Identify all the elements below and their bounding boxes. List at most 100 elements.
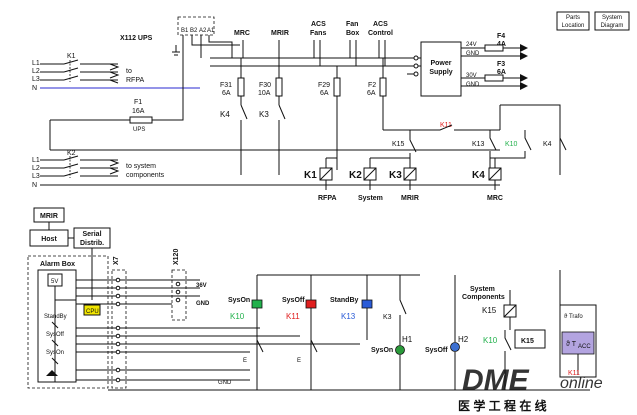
svg-text:F30: F30: [259, 82, 271, 89]
svg-text:F2: F2: [368, 82, 376, 89]
k4-contact-label-2: K4: [543, 141, 552, 148]
svg-text:Distrib.: Distrib.: [80, 240, 104, 247]
parts-location-button[interactable]: Parts Location: [556, 11, 590, 31]
syson-lamp: SysOn H1: [371, 335, 413, 355]
label-acs-fans-1: ACS: [311, 21, 326, 28]
ups-terminal-b1: B1: [181, 28, 189, 34]
k11-lower-label: K11: [568, 370, 580, 377]
k10-contact-label: K10: [505, 141, 518, 148]
system-diagram-button[interactable]: System Diagram: [594, 11, 630, 31]
ups-title: X112 UPS: [120, 35, 153, 42]
ups-terminal-a2: A2: [199, 28, 207, 34]
k11-contact-label: K11: [440, 122, 452, 129]
svg-text:RFPA: RFPA: [318, 195, 337, 202]
l2-label-1: L2: [32, 68, 40, 75]
svg-text:F31: F31: [220, 82, 232, 89]
k3-contact-label: K3: [259, 110, 269, 119]
svg-text:Serial: Serial: [82, 231, 101, 238]
l3-label-1: L3: [32, 76, 40, 83]
ups-terminal-block: B1 B2 A2 A1: [177, 16, 215, 36]
standby-button[interactable]: StandBy K13: [330, 297, 373, 321]
k2-main-label: K2: [67, 150, 76, 157]
k1-main-label: K1: [67, 53, 76, 60]
svg-text:Supply: Supply: [429, 69, 452, 76]
svg-text:Power: Power: [430, 60, 451, 67]
ups-terminal-a1: A1: [207, 28, 215, 34]
to-system-label-1: to system: [126, 163, 156, 170]
fuse-f31: F31 6A: [220, 77, 245, 97]
k4-contact-label: K4: [220, 110, 230, 119]
ups-label: UPS: [133, 127, 145, 133]
x7-label: X7: [113, 256, 120, 265]
sysoff-lamp: SysOff H2: [425, 335, 469, 354]
svg-text:10A: 10A: [258, 90, 271, 97]
label-e-1: E: [243, 358, 247, 364]
connector-wires: [76, 277, 360, 383]
label-acs-control-2: Control: [368, 30, 393, 37]
svg-text:Host: Host: [41, 236, 57, 243]
label-36v: 36V: [196, 283, 207, 289]
f3-fuse: [484, 74, 504, 82]
system-components-label-2: Components: [462, 294, 505, 301]
svg-text:SysOff: SysOff: [282, 297, 305, 304]
ps-gnd-2: GND: [466, 82, 480, 88]
label-mrir-top: MRIR: [271, 30, 289, 37]
svg-text:6A: 6A: [367, 90, 376, 97]
fuse-f2: F2 6A: [367, 77, 387, 97]
power-supply-box: Power Supply: [420, 41, 462, 97]
l1-label-1: L1: [32, 60, 40, 67]
ps-24v: 24V: [466, 42, 477, 48]
system-diagram-label-2: Diagram: [601, 23, 624, 29]
k13-contact-label: K13: [472, 141, 485, 148]
f1-fuse: [129, 116, 153, 124]
svg-text:H1: H1: [402, 335, 413, 344]
svg-text:6A: 6A: [320, 90, 329, 97]
fuse-f29: F29 6A: [318, 77, 341, 97]
f3-rating: 6A: [497, 69, 506, 76]
svg-text:F29: F29: [318, 82, 330, 89]
label-gnd-bottom: GND: [218, 380, 232, 386]
coil-k1: K1 RFPA: [304, 167, 337, 202]
ps-30v: 30V: [466, 73, 477, 79]
svg-text:K11: K11: [286, 312, 300, 321]
watermark-brand-a: DME: [462, 364, 530, 397]
watermark: DME online 医 学 工 程 在 线: [458, 364, 603, 413]
watermark-brand-b: online: [560, 375, 603, 392]
alarm-box-title: Alarm Box: [40, 261, 75, 268]
n-label-1: N: [32, 85, 37, 92]
svg-text:System: System: [358, 195, 383, 202]
watermark-cn: 医 学 工 程 在 线: [458, 398, 547, 413]
svg-text:ϑ Trafo: ϑ Trafo: [564, 314, 583, 320]
alarm-box-inner: [37, 269, 77, 383]
svg-text:K3: K3: [389, 170, 402, 181]
k15-lower-label: K15: [482, 306, 497, 315]
svg-text:K2: K2: [349, 170, 362, 181]
svg-text:K1: K1: [304, 170, 317, 181]
svg-text:K10: K10: [230, 312, 245, 321]
parts-location-label-1: Parts: [566, 15, 580, 21]
svg-text:SysOff: SysOff: [425, 347, 448, 354]
to-rfpa-label-2: RFPA: [126, 77, 144, 84]
svg-text:SysOn: SysOn: [371, 347, 393, 354]
svg-text:MRIR: MRIR: [401, 195, 419, 202]
svg-text:MRC: MRC: [487, 195, 503, 202]
parts-location-label-2: Location: [562, 23, 585, 29]
cpu-chip: [83, 304, 101, 316]
svg-text:K13: K13: [341, 312, 356, 321]
svg-text:ϑ T: ϑ T: [566, 341, 577, 348]
l1-label-2: L1: [32, 157, 40, 164]
f1-label: F1: [134, 99, 142, 106]
alarm-5v: 5V: [51, 279, 58, 285]
system-diagram-label-1: System: [602, 15, 622, 21]
serial-distrib-box: Serial Distrib.: [73, 227, 111, 249]
svg-text:6A: 6A: [222, 90, 231, 97]
label-fan-box-2: Box: [346, 30, 359, 37]
fuse-f30: F30 10A: [258, 77, 283, 97]
n-label-2: N: [32, 182, 37, 189]
label-acs-fans-2: Fans: [310, 30, 326, 37]
l3-label-2: L3: [32, 173, 40, 180]
label-gnd: GND: [196, 301, 210, 307]
svg-text:H2: H2: [458, 335, 469, 344]
to-rfpa-label-1: to: [126, 68, 132, 75]
